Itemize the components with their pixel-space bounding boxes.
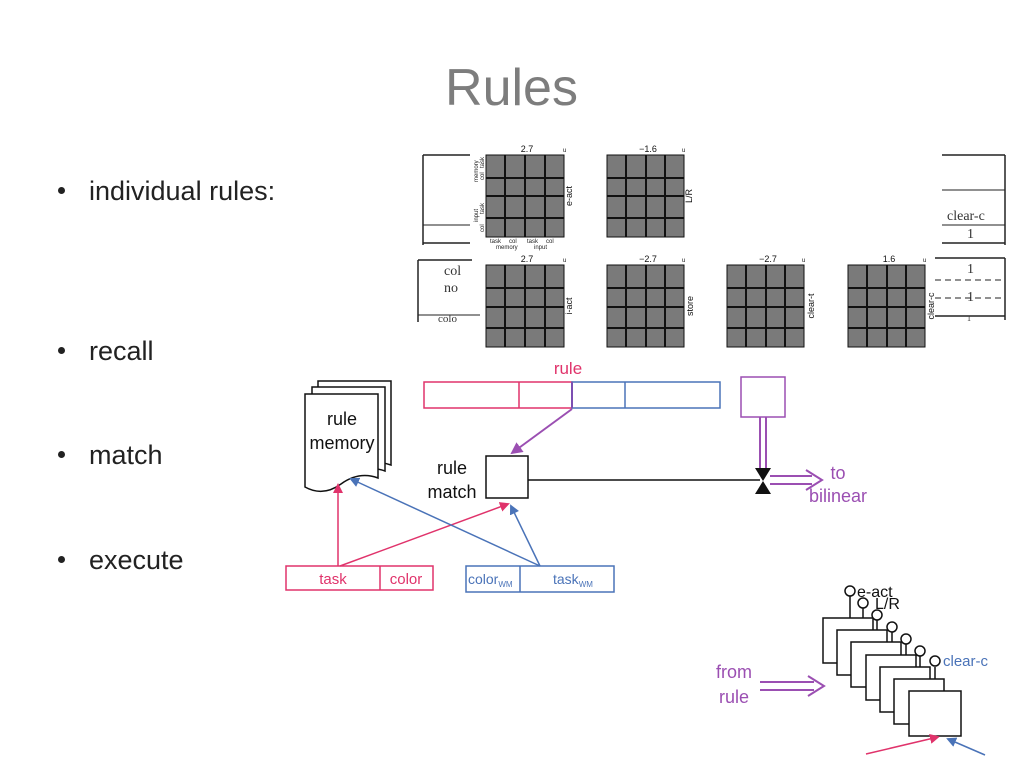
rule-label: rule <box>554 359 582 378</box>
matrix-y-label: task <box>480 202 486 214</box>
table-right-text: 1 <box>967 314 971 323</box>
rule-match-label: rule <box>437 458 467 478</box>
matrix-y-label: input <box>474 209 480 222</box>
wm-to-memory-arrow <box>349 477 541 567</box>
stack-input-arrow-pink <box>865 733 940 755</box>
slide-title: Rules <box>445 59 578 117</box>
rule-memory-label: memory <box>309 433 374 453</box>
matrix-side-label: L/R <box>684 189 694 204</box>
bullet-dot <box>58 451 65 459</box>
matrix-side-label: i-act <box>564 297 574 315</box>
from-rule-label: rule <box>719 687 749 707</box>
bullet-match: match <box>58 440 163 471</box>
rule-box-to-gate <box>759 417 767 470</box>
bullet-text: execute <box>89 545 184 575</box>
matrix-corner: u <box>682 148 685 154</box>
to-bilinear-label: bilinear <box>809 486 867 506</box>
rule-match: rule match <box>427 455 529 502</box>
bullet-individual-rules: individual rules: <box>58 176 275 207</box>
wm-subscript: WM <box>498 580 513 589</box>
matrix-value: −2.7 <box>759 254 777 264</box>
matrix-value: −1.6 <box>639 144 657 154</box>
matrix-x-label: col <box>546 239 554 245</box>
rule-vector <box>423 381 721 409</box>
matrix-y-label: memory <box>474 160 480 182</box>
table-right-text: 1 <box>967 262 974 277</box>
matrix-x-group: memory <box>496 245 518 251</box>
matrix-side-label: e-act <box>564 186 574 207</box>
color-label: color <box>390 571 423 588</box>
matrix-y-label: task <box>480 156 486 168</box>
table-right-text: clear-c <box>947 209 985 224</box>
bullet-dot <box>58 556 65 564</box>
matrix-corner: u <box>682 258 685 264</box>
wm-vector: colorWM taskWM <box>465 565 615 593</box>
rule-memory-label: rule <box>327 409 357 429</box>
from-rule-arrow <box>760 675 826 697</box>
matrix-panel-2: −1.6 u L/R <box>600 144 694 240</box>
matrix-corner: u <box>923 258 926 264</box>
task-wm-label: task <box>553 571 580 587</box>
wm-to-match-arrow <box>509 504 541 567</box>
execute-stack: e-act L/R clear-c <box>822 584 989 737</box>
bullet-text: individual rules: <box>89 176 276 206</box>
matrix-value: −2.7 <box>639 254 657 264</box>
rule-to-match-arrow <box>510 408 573 455</box>
bullet-text: match <box>89 440 163 470</box>
wm-subscript: WM <box>579 580 594 589</box>
from-rule-label: from <box>716 662 752 682</box>
stack-input-arrow-blue <box>946 737 986 756</box>
rule-output-box <box>740 376 786 418</box>
matrix-x-label: col <box>509 239 517 245</box>
matrix-corner: u <box>563 258 566 264</box>
matrix-panel-1: 2.7 u e-act memory col task input col ta… <box>472 144 574 263</box>
matrix-panel-3: 2.7 u i-act <box>482 252 574 348</box>
matrix-panel-4: −2.7 u store <box>600 252 700 348</box>
color-wm-label: color <box>468 571 499 587</box>
table-fragment-left: col no colo <box>417 154 480 325</box>
matrix-panel-6: 1.6 u clear-c <box>840 252 936 348</box>
table-right-text: 1 <box>967 227 974 242</box>
stack-label-lr: L/R <box>875 596 900 613</box>
stack-label-clear-c: clear-c <box>943 653 989 670</box>
rule-match-box <box>485 455 529 499</box>
matrix-value: 1.6 <box>883 254 896 264</box>
bullet-dot <box>58 347 65 355</box>
bullet-execute: execute <box>58 545 184 576</box>
bullet-text: recall <box>89 336 154 366</box>
matrix-side-label: clear-c <box>926 292 936 320</box>
svg-text:taskWM: taskWM <box>553 571 593 589</box>
task-label: task <box>319 571 347 588</box>
matrix-value: 2.7 <box>521 144 534 154</box>
table-left-text: no <box>444 281 458 296</box>
rule-memory-icon: rule memory <box>304 380 392 493</box>
to-bilinear-arrow <box>770 469 824 491</box>
bullet-dot <box>58 187 65 195</box>
stack-label-e-act: e-act <box>857 584 893 601</box>
task-color-vector: task color <box>285 565 434 591</box>
svg-text:colorWM: colorWM <box>468 571 513 589</box>
matrix-value: 2.7 <box>521 254 534 264</box>
matrix-x-label: task <box>527 239 539 245</box>
matrix-side-label: clear-t <box>806 293 816 319</box>
table-left-text: col <box>444 264 461 279</box>
matrix-corner: u <box>802 258 805 264</box>
matrix-y-label: col <box>480 172 486 180</box>
task-to-match-arrow <box>339 502 510 567</box>
matrix-side-label: store <box>685 296 695 316</box>
to-bilinear-label: to <box>830 463 845 483</box>
rule-match-label: match <box>427 482 476 502</box>
matrix-y-label: col <box>480 224 486 232</box>
bullet-recall: recall <box>58 336 154 367</box>
matrix-corner: u <box>563 148 566 154</box>
table-fragment-right: clear-c 1 1 1 1 <box>930 154 1006 323</box>
gate-icon <box>755 468 771 494</box>
matrix-panel-5: −2.7 u clear-t <box>720 252 820 348</box>
table-left-text: colo <box>438 313 457 325</box>
matrix-x-group: input <box>534 245 547 251</box>
matrix-x-label: task <box>490 239 502 245</box>
